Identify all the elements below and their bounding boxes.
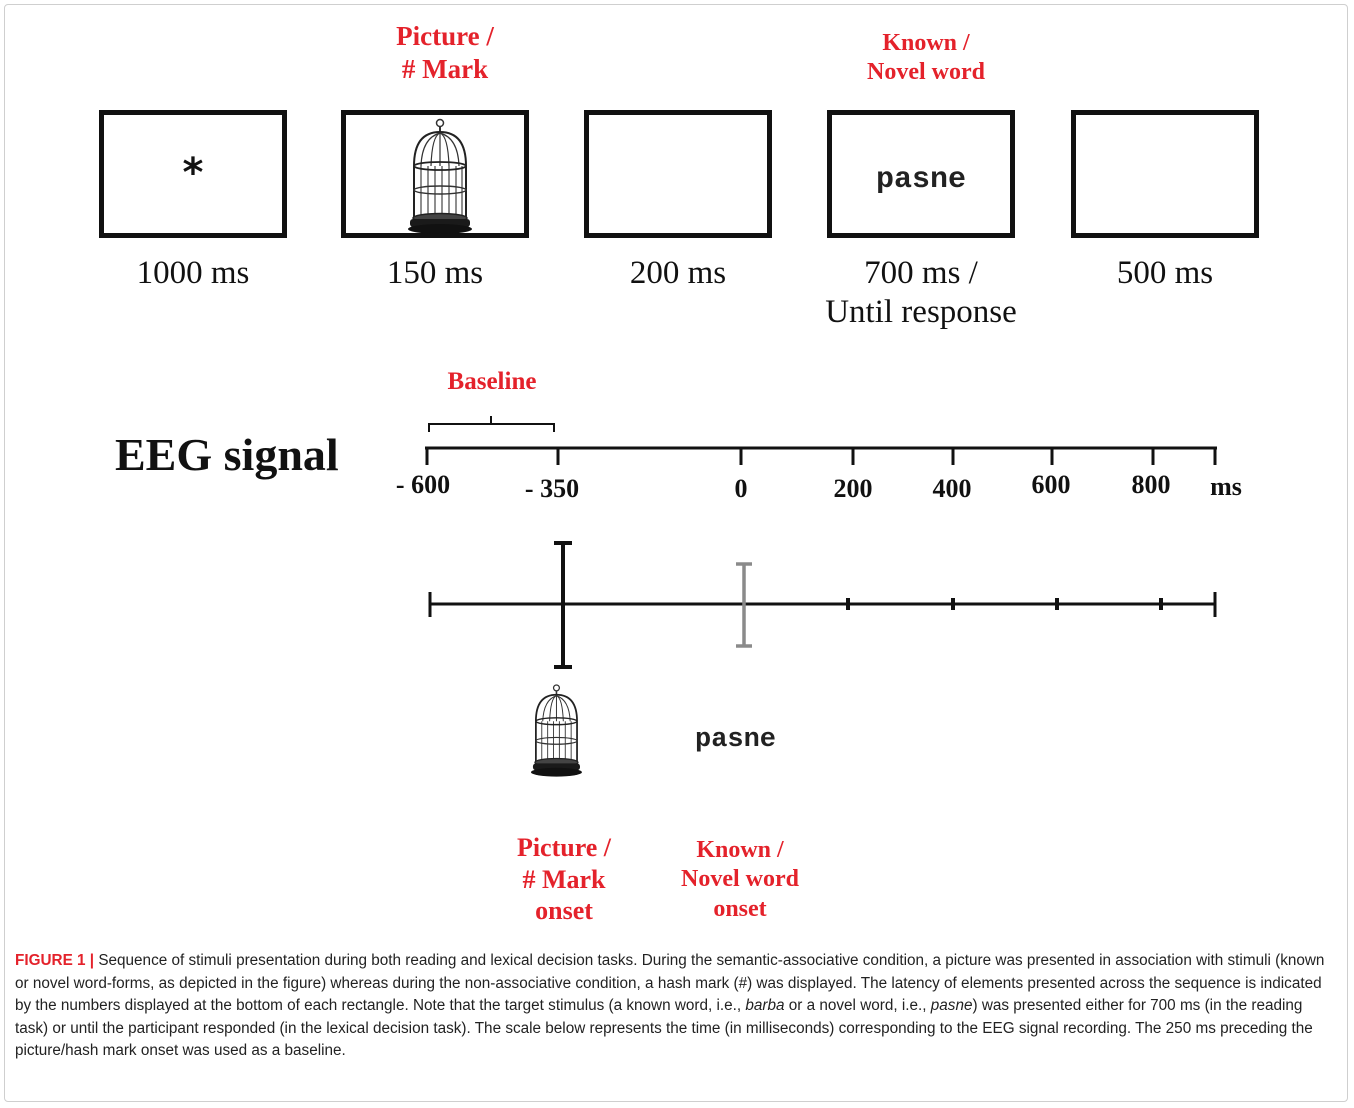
target-word: pasne bbox=[875, 163, 966, 197]
caption-italic-barba: barba bbox=[745, 997, 785, 1014]
tick-label-minus600: - 600 bbox=[395, 470, 451, 499]
word-onset-marker bbox=[736, 562, 752, 648]
tick-label-ms: ms bbox=[1210, 472, 1242, 501]
eeg-signal-title: EEG signal bbox=[115, 429, 339, 480]
duration-2: 150 ms bbox=[386, 255, 484, 291]
picture-mark-label: Picture / # Mark bbox=[345, 20, 545, 86]
timeline-graphics bbox=[425, 416, 1217, 777]
duration-4-line2: Until response bbox=[825, 293, 1017, 330]
lower-target-word: pasne bbox=[695, 725, 777, 755]
known-novel-label-line1: Known / bbox=[882, 30, 970, 56]
picture-onset-label: Picture / # Mark onset bbox=[464, 832, 664, 927]
blank-box-1 bbox=[584, 110, 772, 238]
birdcage-picture-small bbox=[530, 684, 582, 777]
baseline-label: Baseline bbox=[447, 368, 537, 395]
known-novel-label: Known / Novel word bbox=[826, 29, 1026, 88]
picture-onset-line1: Picture / bbox=[516, 833, 612, 862]
picture-mark-label-line2: # Mark bbox=[401, 53, 489, 84]
baseline-brace bbox=[428, 416, 555, 432]
word-onset-line3: onset bbox=[713, 895, 767, 922]
picture-mark-label-line1: Picture / bbox=[396, 21, 494, 51]
caption-text-2: or a novel word, i.e., bbox=[784, 997, 931, 1014]
fixation-box: * bbox=[99, 110, 287, 238]
picture-box bbox=[341, 110, 529, 238]
word-onset-line2: Novel word bbox=[681, 866, 799, 893]
tick-label-minus350: - 350 bbox=[524, 474, 580, 503]
birdcage-picture bbox=[408, 118, 472, 234]
word-onset-label: Known / Novel word onset bbox=[640, 836, 840, 924]
picture-onset-line2: # Mark bbox=[522, 864, 606, 894]
picture-onset-marker bbox=[554, 541, 572, 669]
known-novel-label-line2: Novel word bbox=[867, 59, 985, 86]
figure-label: FIGURE 1 bbox=[15, 952, 86, 969]
duration-1: 1000 ms bbox=[136, 255, 250, 291]
duration-3: 200 ms bbox=[629, 255, 727, 291]
duration-5: 500 ms bbox=[1116, 255, 1214, 291]
tick-label-800: 800 bbox=[1131, 470, 1171, 499]
tick-label-200: 200 bbox=[833, 474, 873, 503]
duration-4: 700 ms / Until response bbox=[791, 254, 1051, 332]
caption-separator: | bbox=[89, 952, 95, 969]
tick-label-600: 600 bbox=[1031, 470, 1071, 499]
event-timeline bbox=[428, 592, 1217, 617]
blank-box-2 bbox=[1071, 110, 1259, 238]
picture-onset-line3: onset bbox=[535, 896, 593, 926]
word-onset-line1: Known / bbox=[696, 837, 784, 863]
caption-italic-pasne: pasne bbox=[930, 997, 973, 1014]
caption-text-1: Sequence of stimuli presentation during … bbox=[15, 952, 1325, 1014]
duration-4-line1: 700 ms / bbox=[864, 255, 978, 291]
caption-text-3: ) was presented either for 700 ms (in th… bbox=[15, 997, 1313, 1059]
figure-caption: FIGURE 1 | Sequence of stimuli presentat… bbox=[15, 950, 1337, 1063]
eeg-upper-axis bbox=[425, 446, 1217, 465]
tick-label-400: 400 bbox=[932, 474, 972, 503]
figure-frame bbox=[4, 4, 1348, 1102]
fixation-star: * bbox=[182, 150, 204, 196]
tick-label-0: 0 bbox=[734, 474, 748, 503]
word-box: pasne bbox=[827, 110, 1015, 238]
